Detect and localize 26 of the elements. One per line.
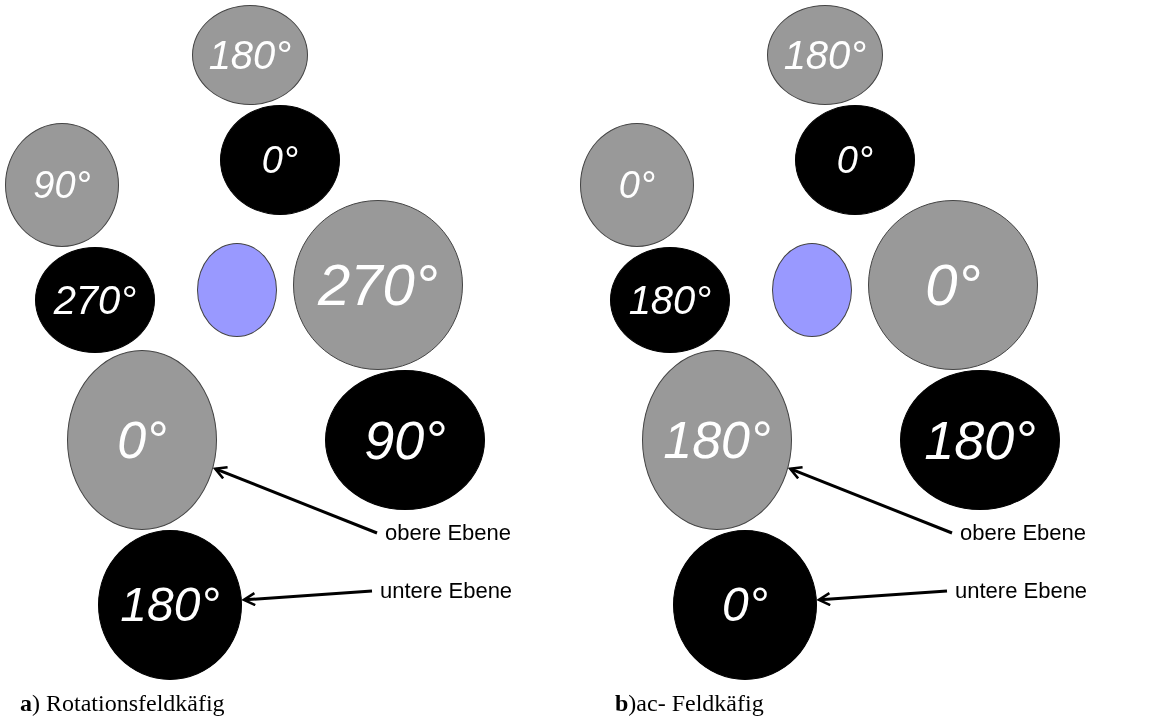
angle-label: 0° bbox=[925, 256, 981, 314]
angle-label: 180° bbox=[120, 581, 220, 629]
arrow bbox=[213, 466, 378, 535]
angle-label: 0° bbox=[722, 581, 768, 629]
arrow bbox=[788, 466, 953, 535]
angle-label: 270° bbox=[53, 280, 137, 320]
angle-label: 0° bbox=[836, 141, 874, 179]
angle-label: 0° bbox=[261, 141, 299, 179]
layer-label: obere Ebene bbox=[385, 520, 511, 546]
angle-label: 90° bbox=[33, 166, 91, 204]
angle-label: 180° bbox=[924, 413, 1036, 467]
layer-label: untere Ebene bbox=[955, 578, 1088, 604]
angle-label: 180° bbox=[783, 35, 867, 75]
panel-caption: b)ac- Feldkäfig bbox=[615, 690, 764, 717]
panel-caption: a) Rotationsfeldkäfig bbox=[20, 690, 225, 717]
angle-label: 0° bbox=[618, 166, 656, 204]
angle-label: 270° bbox=[318, 256, 438, 314]
arrow bbox=[242, 589, 373, 607]
layer-label: untere Ebene bbox=[380, 578, 513, 604]
arrow bbox=[817, 589, 948, 607]
angle-label: 180° bbox=[628, 280, 712, 320]
angle-label: 180° bbox=[663, 414, 771, 466]
angle-label: 180° bbox=[208, 35, 292, 75]
angle-label: 0° bbox=[117, 414, 167, 466]
angle-label: 90° bbox=[364, 413, 446, 467]
layer-label: obere Ebene bbox=[960, 520, 1086, 546]
